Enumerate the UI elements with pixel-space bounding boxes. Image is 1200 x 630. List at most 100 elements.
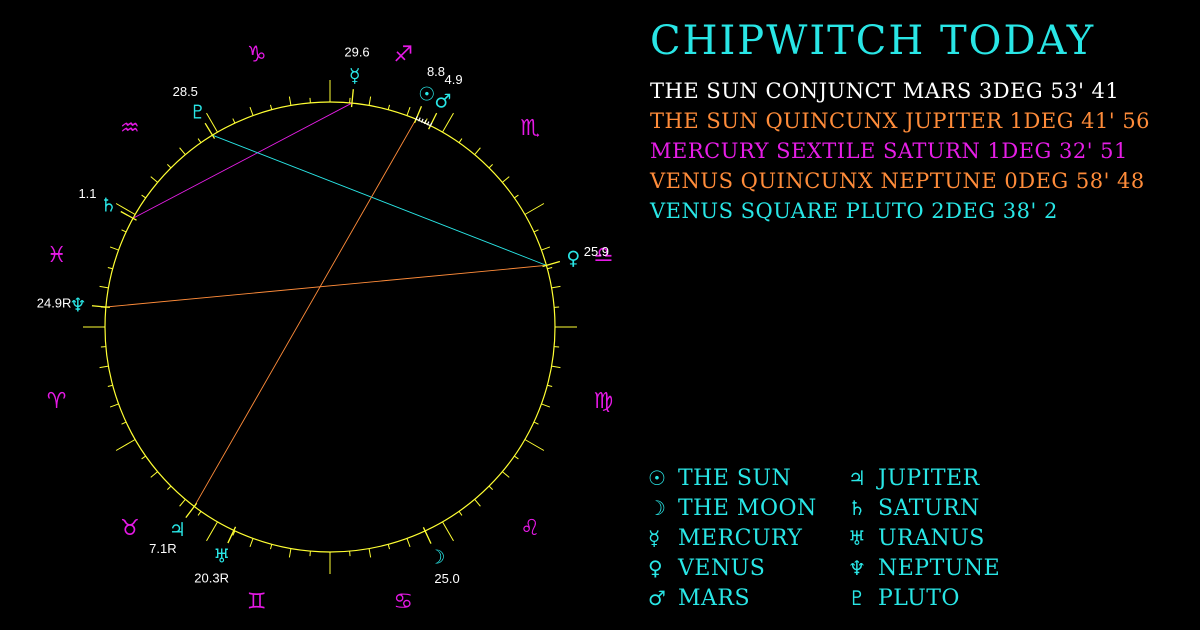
legend-label: JUPITER bbox=[878, 466, 980, 491]
jupiter-icon: ♃ bbox=[169, 519, 186, 541]
jupiter-icon: ♃ bbox=[848, 466, 867, 490]
wheel-tick bbox=[141, 194, 146, 199]
page-title: CHIPWITCH TODAY bbox=[650, 18, 1096, 64]
wheel-tick bbox=[547, 384, 553, 388]
venus-icon: ♀ bbox=[648, 556, 664, 580]
wheel-tick bbox=[524, 203, 545, 215]
taurus-sign-icon: ♉ bbox=[120, 516, 140, 541]
wheel-tick bbox=[115, 203, 136, 215]
mercury-icon: ☿ bbox=[349, 65, 361, 87]
saturn-icon: ♄ bbox=[100, 195, 117, 217]
wheel-tick bbox=[514, 194, 519, 199]
aspect-line-venus-pluto bbox=[212, 134, 547, 266]
sun-icon: ☉ bbox=[418, 83, 435, 105]
libra-sign-icon: ♎ bbox=[593, 243, 613, 268]
planet-degree-label: 8.8 bbox=[427, 64, 445, 79]
conjunction-mark bbox=[423, 119, 427, 125]
moon-marker bbox=[422, 527, 432, 544]
wheel-tick bbox=[269, 104, 273, 110]
wheel-tick bbox=[167, 485, 172, 490]
aspect-item: THE SUN CONJUNCT MARS 3DEG 53' 41 bbox=[650, 79, 1120, 103]
saturn-marker bbox=[120, 210, 137, 221]
wheel-tick bbox=[197, 511, 202, 516]
legend-label: PLUTO bbox=[878, 586, 960, 611]
venus-icon: ♀ bbox=[566, 248, 580, 270]
wheel-tick bbox=[107, 266, 113, 270]
wheel-tick bbox=[387, 544, 391, 550]
aspect-item: VENUS QUINCUNX NEPTUNE 0DEG 58' 48 bbox=[650, 169, 1145, 193]
wheel-tick bbox=[406, 106, 411, 116]
wheel-tick bbox=[107, 384, 113, 388]
aries-sign-icon: ♈ bbox=[47, 389, 67, 414]
legend-item-mars: ♂MARS bbox=[648, 586, 750, 611]
aspect-item: MERCURY SEXTILE SATURN 1DEG 32' 51 bbox=[650, 139, 1128, 163]
wheel-tick bbox=[533, 421, 539, 425]
planet-markers: ☉8.8♂4.9☿29.6♀25.9☽25.0♃7.1R♄1.1♅20.3R♆2… bbox=[37, 44, 609, 586]
wheel-tick bbox=[368, 548, 372, 558]
legend-label: VENUS bbox=[678, 556, 766, 581]
conjunction-mark bbox=[418, 117, 421, 122]
wheel-tick bbox=[458, 511, 463, 516]
neptune-marker bbox=[91, 305, 110, 309]
wheel-tick bbox=[442, 112, 454, 133]
sun-icon: ☉ bbox=[648, 466, 667, 490]
planet-degree-label: 28.5 bbox=[173, 84, 198, 99]
legend-item-jupiter: ♃ JUPITER bbox=[848, 466, 980, 491]
legend-label: THE MOON bbox=[678, 496, 817, 521]
wheel-tick bbox=[109, 403, 119, 408]
wheel-tick bbox=[288, 548, 292, 558]
planet-degree-label: 7.1R bbox=[149, 541, 176, 556]
legend-item-uranus: ♅URANUS bbox=[848, 526, 985, 551]
legend-item-pluto: ♇ PLUTO bbox=[848, 586, 960, 611]
planet-degree-label: 25.9 bbox=[584, 244, 609, 259]
wheel-tick bbox=[99, 285, 109, 289]
moon-icon: ☽ bbox=[648, 496, 667, 520]
planet-degree-label: 4.9 bbox=[445, 72, 463, 87]
wheel-tick bbox=[541, 246, 551, 251]
wheel-circle bbox=[104, 101, 556, 553]
wheel-tick bbox=[488, 164, 493, 169]
legend-item-moon: ☽ THE MOON bbox=[648, 496, 817, 521]
sun-marker bbox=[413, 105, 423, 124]
venus-marker bbox=[542, 260, 561, 268]
wheel-tick bbox=[232, 530, 236, 536]
wheel-tick bbox=[551, 365, 561, 369]
wheel-tick bbox=[524, 439, 545, 451]
wheel-ticks bbox=[83, 80, 577, 574]
conjunction-mark bbox=[415, 116, 418, 121]
conjunction-mark bbox=[429, 122, 433, 127]
wheel-tick bbox=[458, 138, 463, 143]
planet-degree-label: 29.6 bbox=[344, 44, 369, 59]
wheel-tick bbox=[121, 229, 127, 233]
legend-item-sun: ☉THE SUN bbox=[648, 466, 791, 491]
wheel-tick bbox=[368, 96, 372, 106]
wheel-tick bbox=[514, 455, 519, 460]
wheel-tick bbox=[442, 521, 454, 542]
uranus-icon: ♅ bbox=[213, 546, 230, 568]
aspect-item: THE SUN QUINCUNX JUPITER 1DEG 41' 56 bbox=[650, 109, 1151, 133]
scorpio-sign-icon: ♏ bbox=[520, 116, 540, 141]
legend-item-saturn: ♄SATURN bbox=[848, 496, 980, 521]
pluto-marker bbox=[204, 122, 216, 139]
aspect-line-venus-neptune bbox=[105, 264, 547, 308]
wheel-tick bbox=[109, 246, 119, 251]
cancer-sign-icon: ♋ bbox=[393, 589, 413, 614]
mercury-icon: ☿ bbox=[648, 526, 661, 550]
natal-wheel: ♈♉♊♋♌♍♎♏♐♑♒♓ ☉8.8♂4.9☿29.6♀25.9☽25.0♃7.1… bbox=[37, 43, 613, 615]
wheel-tick bbox=[547, 266, 553, 270]
gemini-sign-icon: ♊ bbox=[247, 589, 267, 614]
pluto-icon: ♇ bbox=[848, 586, 867, 610]
legend-label: MARS bbox=[678, 586, 751, 611]
mars-icon: ♂ bbox=[434, 91, 451, 113]
aspect-list: THE SUN CONJUNCT MARS 3DEG 53' 41 THE SU… bbox=[650, 76, 1150, 226]
aspect-line-mercury-saturn bbox=[132, 102, 353, 219]
wheel-tick bbox=[99, 365, 109, 369]
wheel-tick bbox=[167, 164, 172, 169]
wheel-tick bbox=[406, 538, 411, 548]
zodiac-signs: ♈♉♊♋♌♍♎♏♐♑♒♓ bbox=[47, 43, 613, 615]
legend-label: MERCURY bbox=[678, 526, 803, 551]
aquarius-sign-icon: ♒ bbox=[120, 116, 140, 141]
jupiter-marker bbox=[185, 502, 198, 519]
legend-item-mercury: ☿ MERCURY bbox=[648, 526, 802, 551]
uranus-marker bbox=[227, 526, 237, 544]
